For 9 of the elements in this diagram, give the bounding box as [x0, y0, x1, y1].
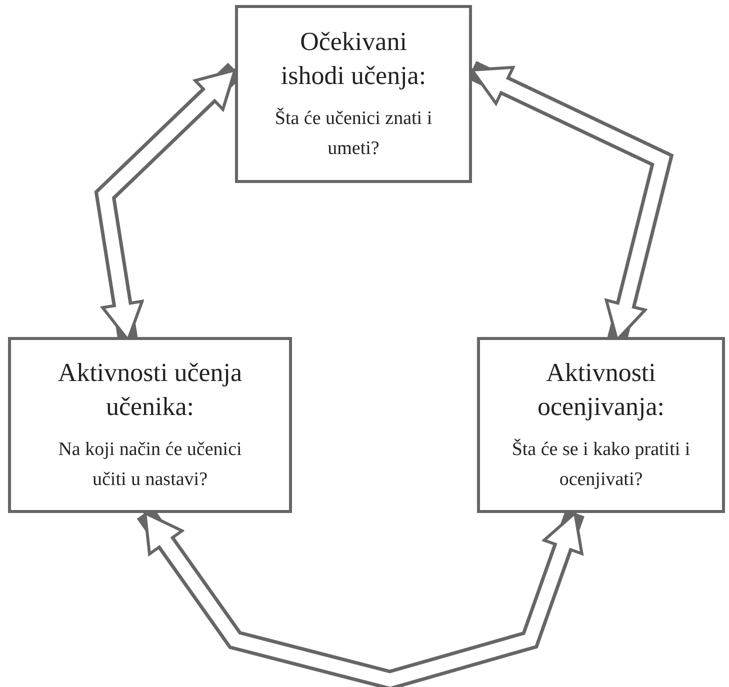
text-box [235, 5, 472, 183]
text-box [8, 337, 292, 513]
box-heading: Aktivnosti ocenjivanja: [536, 356, 666, 423]
box-question: Na koji način će učenici učiti u nastavi? [57, 438, 243, 492]
box-heading: Aktivnosti učenja učenika: [56, 356, 244, 423]
box-question: Šta će učenici znati i umeti? [274, 106, 434, 161]
box-heading: Očekivani ishodi učenja: [280, 26, 428, 92]
box-question: Šta će se i kako pratiti i ocenjivati? [510, 438, 692, 492]
text-box [477, 337, 725, 513]
